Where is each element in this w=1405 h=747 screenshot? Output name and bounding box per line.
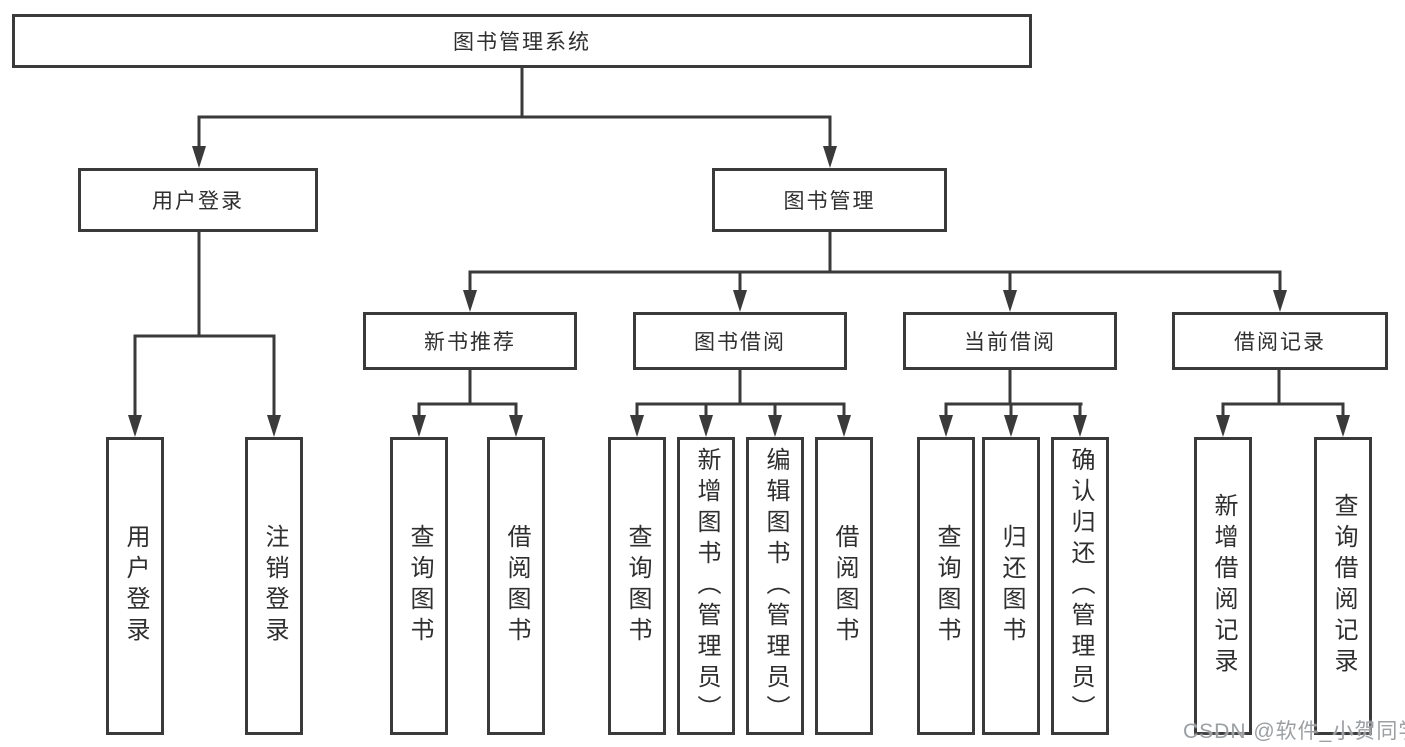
node-book-management-label: 图书管理 [783,190,876,213]
node-new-book-recommend: 新书推荐 [363,312,577,370]
leaf-records-add-record: 新增借阅记录 [1194,437,1252,735]
leaf-user-login-label: 用户登录 [122,524,149,648]
node-user-login-label: 用户登录 [152,190,244,213]
leaf-current-return-books-label: 归还图书 [998,524,1025,648]
leaf-current-confirm-return-admin-label: 确认归还（管理员） [1067,446,1094,726]
node-book-borrowing: 图书借阅 [633,312,847,370]
leaf-recommend-query-books-label: 查询图书 [406,524,433,648]
node-current-borrowing-label: 当前借阅 [964,331,1056,354]
node-new-book-recommend-label: 新书推荐 [424,331,516,354]
leaf-recommend-borrow-books-label: 借阅图书 [503,524,530,648]
node-library-system: 图书管理系统 [12,14,1032,68]
leaf-borrowing-borrow-books: 借阅图书 [815,437,873,735]
leaf-current-confirm-return-admin: 确认归还（管理员） [1051,437,1109,735]
node-library-system-label: 图书管理系统 [453,31,591,54]
leaf-records-query-record-label: 查询借阅记录 [1330,493,1357,679]
leaf-borrowing-borrow-books-label: 借阅图书 [831,524,858,648]
node-user-login: 用户登录 [78,168,318,232]
leaf-recommend-borrow-books: 借阅图书 [487,437,545,735]
leaf-borrowing-query-books: 查询图书 [608,437,666,735]
leaf-current-query-books-label: 查询图书 [933,524,960,648]
leaf-borrowing-edit-books-admin: 编辑图书（管理员） [746,437,804,735]
leaf-borrowing-add-books-admin-label: 新增图书（管理员） [693,446,720,726]
leaf-borrowing-query-books-label: 查询图书 [624,524,651,648]
leaf-logout-login: 注销登录 [245,437,303,735]
node-book-borrowing-label: 图书借阅 [694,331,786,354]
leaf-current-return-books: 归还图书 [982,437,1040,735]
leaf-records-query-record: 查询借阅记录 [1314,437,1372,735]
leaf-borrowing-edit-books-admin-label: 编辑图书（管理员） [762,446,789,726]
node-borrowing-records: 借阅记录 [1172,312,1388,370]
csdn-watermark: CSDN @软件_小贺同学 [1183,720,1405,743]
node-book-management: 图书管理 [712,168,947,232]
leaf-recommend-query-books: 查询图书 [390,437,448,735]
leaf-borrowing-add-books-admin: 新增图书（管理员） [677,437,735,735]
leaf-user-login: 用户登录 [106,437,164,735]
leaf-logout-login-label: 注销登录 [261,524,288,648]
leaf-current-query-books: 查询图书 [917,437,975,735]
leaf-records-add-record-label: 新增借阅记录 [1210,493,1237,679]
node-borrowing-records-label: 借阅记录 [1234,331,1326,354]
node-current-borrowing: 当前借阅 [903,312,1117,370]
